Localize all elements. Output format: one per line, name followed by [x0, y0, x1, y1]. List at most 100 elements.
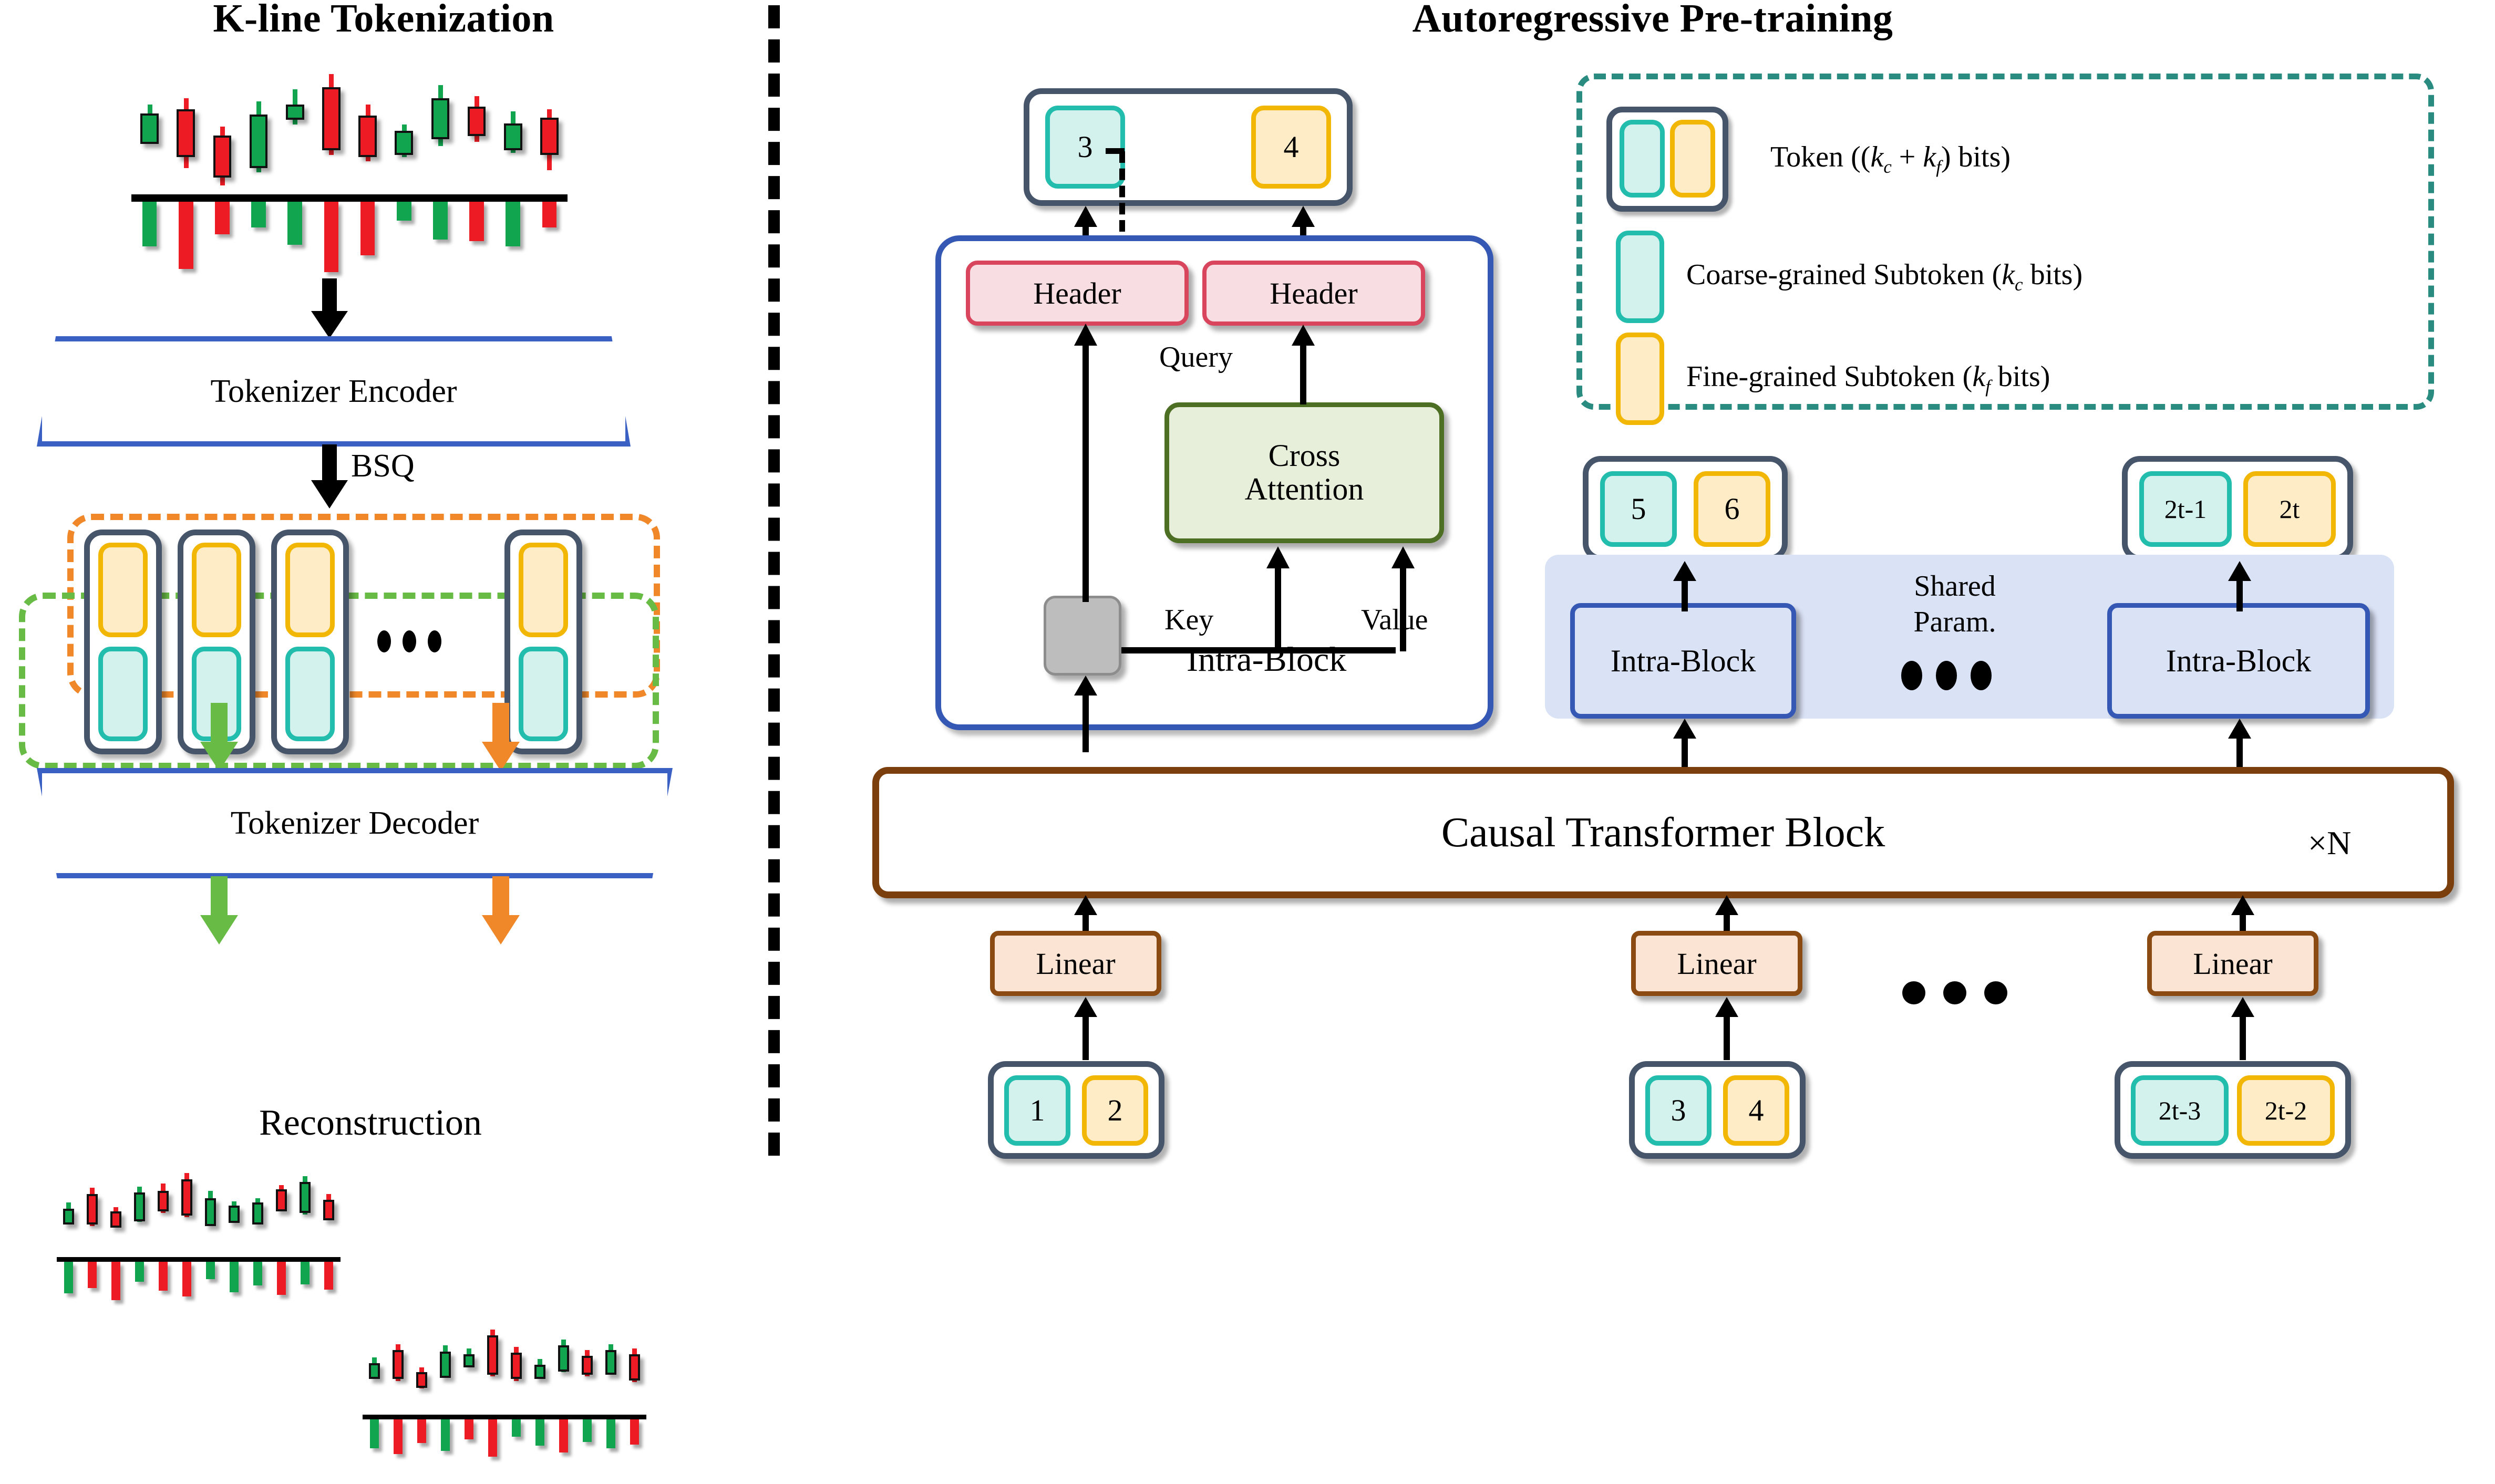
candle-body — [249, 114, 268, 168]
left-panel-title: K-line Tokenization — [213, 0, 554, 40]
bottom-ellipsis — [1902, 981, 2007, 1004]
candle — [358, 63, 377, 194]
input-token-box-1: 1 2 — [988, 1061, 1164, 1159]
candle — [503, 63, 522, 194]
token-column — [178, 530, 255, 754]
candle-body — [487, 1335, 498, 1375]
input-coarse-subtoken: 3 — [1645, 1075, 1712, 1146]
arrow-transformer-to-grayblock — [1074, 676, 1097, 752]
candle-body — [63, 1208, 74, 1224]
candle — [369, 1326, 380, 1415]
key-label: Key — [1164, 604, 1214, 636]
shared-output-coarse: 2t-1 — [2139, 471, 2232, 547]
volume-bar — [142, 202, 157, 247]
arrow-key-to-crossattn — [1266, 546, 1290, 651]
legend-item-coarse: Coarse-grained Subtoken (kc bits) — [1616, 231, 2082, 323]
candle-body — [467, 107, 486, 137]
candle-body — [140, 113, 159, 144]
volume-bar — [253, 1262, 262, 1286]
header-left-box: Header — [966, 261, 1189, 326]
token-column — [271, 530, 349, 754]
input-fine-subtoken: 2t-2 — [2237, 1075, 2335, 1146]
volume-bar — [559, 1419, 568, 1452]
arrow-decoder-to-recon-left — [200, 876, 238, 946]
volume-bar — [535, 1419, 544, 1446]
volume-bar — [441, 1419, 450, 1451]
candle-body — [134, 1192, 145, 1222]
candle — [252, 1169, 263, 1257]
intra-block-detail-label: Intra-Block — [1187, 640, 1347, 679]
price-axis-line — [363, 1415, 646, 1419]
price-axis-line — [57, 1257, 341, 1262]
candle-body — [276, 1189, 287, 1211]
shared-output-fine: 6 — [1694, 471, 1770, 547]
candle — [540, 63, 559, 194]
volume-bar — [360, 202, 375, 255]
volume-bar — [206, 1262, 215, 1279]
legend-item-token: Token ((kc + kf) bits) — [1606, 107, 2011, 212]
candle-body — [213, 135, 232, 178]
arrow-decoder-to-recon-right — [482, 876, 520, 946]
token-ellipsis — [377, 630, 441, 652]
output-fine-subtoken: 4 — [1251, 106, 1331, 189]
candle — [431, 63, 450, 194]
input-fine-subtoken: 4 — [1723, 1075, 1789, 1146]
volume-bar — [182, 1262, 191, 1296]
coarse-subtoken — [98, 647, 148, 741]
candle — [158, 1169, 169, 1257]
legend-token-label: Token ((kc + kf) bits) — [1770, 141, 2011, 178]
coarse-subtoken — [285, 647, 335, 741]
candle — [629, 1326, 640, 1415]
arrow-intrablock2-to-token — [2228, 561, 2251, 611]
token-column — [84, 530, 162, 754]
header-right-box: Header — [1202, 261, 1425, 326]
reconstruction-chart-left — [57, 1169, 341, 1326]
coarse-subtoken — [519, 647, 568, 741]
candle-body — [629, 1354, 640, 1381]
tokenizer-decoder-label: Tokenizer Decoder — [230, 805, 479, 841]
legend-item-fine: Fine-grained Subtoken (kf bits) — [1616, 333, 2050, 425]
reconstruction-chart-right — [363, 1326, 646, 1484]
candle — [300, 1169, 311, 1257]
fine-subtoken — [98, 543, 148, 637]
candle — [110, 1169, 121, 1257]
shared-output-fine: 2t — [2243, 471, 2336, 547]
tokenizer-decoder-box: Tokenizer Decoder — [37, 768, 673, 878]
candle-body — [393, 1350, 404, 1379]
right-panel-title: Autoregressive Pre-training — [1412, 0, 1893, 40]
candle — [395, 63, 414, 194]
candle-body — [605, 1350, 616, 1375]
candle — [605, 1326, 616, 1415]
candle — [249, 63, 268, 194]
intra-block-1: Intra-Block — [1570, 603, 1796, 719]
token-column — [504, 530, 582, 754]
candle-body — [369, 1363, 380, 1379]
arrow-crossattn-to-header — [1292, 325, 1315, 404]
arrow-token2-to-linear2 — [1715, 997, 1738, 1060]
candle-body — [463, 1354, 475, 1367]
tokenizer-encoder-box: Tokenizer Encoder — [37, 336, 631, 447]
input-fine-subtoken: 2 — [1082, 1075, 1148, 1146]
panel-divider — [768, 5, 780, 1156]
reconstruction-label: Reconstruction — [259, 1103, 482, 1143]
volume-bar — [469, 202, 484, 242]
candle-body — [558, 1345, 569, 1372]
volume-bar — [465, 1419, 473, 1439]
bsq-label: BSQ — [351, 448, 415, 484]
volume-bar — [542, 202, 557, 228]
legend-coarse-swatch — [1616, 231, 1664, 323]
volume-bar — [506, 202, 521, 247]
legend-fine-swatch — [1616, 333, 1664, 425]
candle-body — [205, 1198, 216, 1226]
shared-output-token-box: 5 6 — [1583, 456, 1788, 561]
legend-panel: Token ((kc + kf) bits) Coarse-grained Su… — [1576, 74, 2434, 425]
volume-bar — [64, 1262, 73, 1294]
candle — [323, 1169, 334, 1257]
volume-bar — [111, 1262, 120, 1301]
arrow-value-to-crossattn — [1391, 546, 1415, 651]
candle — [440, 1326, 451, 1415]
volume-bar — [396, 202, 411, 221]
arrow-token1-to-linear1 — [1074, 997, 1097, 1060]
candle — [140, 63, 159, 194]
arrow-token3-to-linear3 — [2231, 997, 2254, 1060]
